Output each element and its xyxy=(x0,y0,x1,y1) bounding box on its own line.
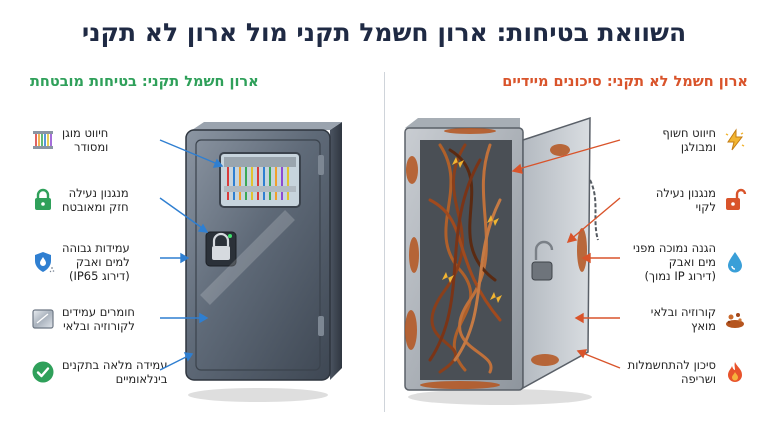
label-line: (דירוג IP65) xyxy=(68,269,130,283)
non-standard-cabinet xyxy=(404,116,599,391)
label-line: חיווט חשוף xyxy=(662,126,716,140)
non-standard-heading: ארון חשמל לא תקני: סיכונים מיידיים xyxy=(502,74,748,90)
arrow-head xyxy=(183,352,194,362)
rust-icon xyxy=(722,306,748,332)
lock-icon xyxy=(30,187,56,213)
label-line: מנגנון נעילה xyxy=(68,186,129,200)
label-line: חיווט מוגן xyxy=(62,126,109,140)
label-line: בינלאומיים xyxy=(115,372,168,386)
terminal-strip xyxy=(224,186,296,192)
label-line: הגנה נמוכה מפני xyxy=(633,241,716,255)
non-standard-pointers xyxy=(511,139,621,369)
center-divider xyxy=(384,72,385,412)
arrow-head xyxy=(574,312,584,324)
label-line: קורוזיה ובלאי xyxy=(650,305,716,319)
broken-lock-icon xyxy=(722,187,748,213)
pointer-arrow xyxy=(159,139,221,166)
page-title: השוואת בטיחות: ארון חשמל תקני מול ארון ל… xyxy=(81,18,687,47)
label-line: מים ואבק xyxy=(668,255,716,269)
organized-wires-icon xyxy=(30,127,56,153)
label-line: לקורוזיה ובלאי xyxy=(63,319,135,333)
messy-wiring xyxy=(428,143,502,374)
pointer-arrow xyxy=(514,139,621,171)
cabinet-shadow xyxy=(188,388,328,402)
label-line: חזק ומאובטח xyxy=(62,200,129,214)
arrow-head xyxy=(576,349,588,359)
lightning-icon xyxy=(722,127,748,153)
label-line: מואץ xyxy=(691,319,716,333)
pointer-arrow xyxy=(159,197,206,231)
standard-pointers xyxy=(159,139,224,371)
broken-shackle xyxy=(534,240,554,260)
label-line: למים ואבק xyxy=(75,255,130,269)
door-rust xyxy=(531,144,587,366)
standard-cabinet xyxy=(185,122,342,381)
arrow-head xyxy=(199,312,209,324)
label-line: סיכון להתחשמלות xyxy=(627,358,716,372)
water-drop-icon xyxy=(722,249,748,275)
open-door xyxy=(522,116,591,390)
status-led xyxy=(228,234,232,238)
label-line: מנגנון נעילה xyxy=(655,186,716,200)
fire-icon xyxy=(722,359,748,385)
arrow-head xyxy=(566,232,578,244)
label-line: חומרים עמידים xyxy=(62,305,135,319)
hinge xyxy=(318,316,324,336)
arrow-head xyxy=(581,252,591,264)
reflection xyxy=(200,210,295,305)
steel-plate-icon xyxy=(30,306,56,332)
pointer-arrow xyxy=(579,351,621,369)
cabinet-shadow xyxy=(408,389,592,405)
label-line: עמידות גבוהה xyxy=(62,241,130,255)
check-icon xyxy=(30,359,56,385)
pointer-arrow xyxy=(159,354,191,371)
arrow-head xyxy=(511,163,523,174)
cabinet-top xyxy=(405,118,520,128)
pointer-arrow xyxy=(569,197,621,241)
label-line: עמידה מלאה בתקנים xyxy=(62,358,168,372)
cabinet-top xyxy=(192,122,342,130)
label-line: ומסודר xyxy=(73,140,109,154)
din-rail xyxy=(224,157,296,167)
dangling-chain xyxy=(589,179,599,241)
rust-patches xyxy=(405,128,500,389)
broken-padlock xyxy=(531,261,553,281)
water-shield-icon xyxy=(30,249,56,275)
organized-wiring xyxy=(227,167,289,200)
padlock-shackle xyxy=(212,232,230,246)
padlock-body xyxy=(212,246,230,260)
cabinet-door-frame xyxy=(195,139,321,371)
label-line: ושריפה xyxy=(680,372,716,386)
standard-heading: ארון חשמל תקני: בטיחות מובטחת xyxy=(30,74,259,90)
label-line: ומבולגן xyxy=(680,140,716,154)
hinge xyxy=(318,155,324,175)
arrow-head xyxy=(212,158,224,168)
label-line: (דירוג IP נמוך) xyxy=(644,269,716,283)
label-line: לקוי xyxy=(695,200,716,214)
sparks xyxy=(442,157,502,303)
arrow-head xyxy=(197,223,209,233)
arrow-head xyxy=(180,252,190,264)
cabinet-side xyxy=(330,122,342,380)
